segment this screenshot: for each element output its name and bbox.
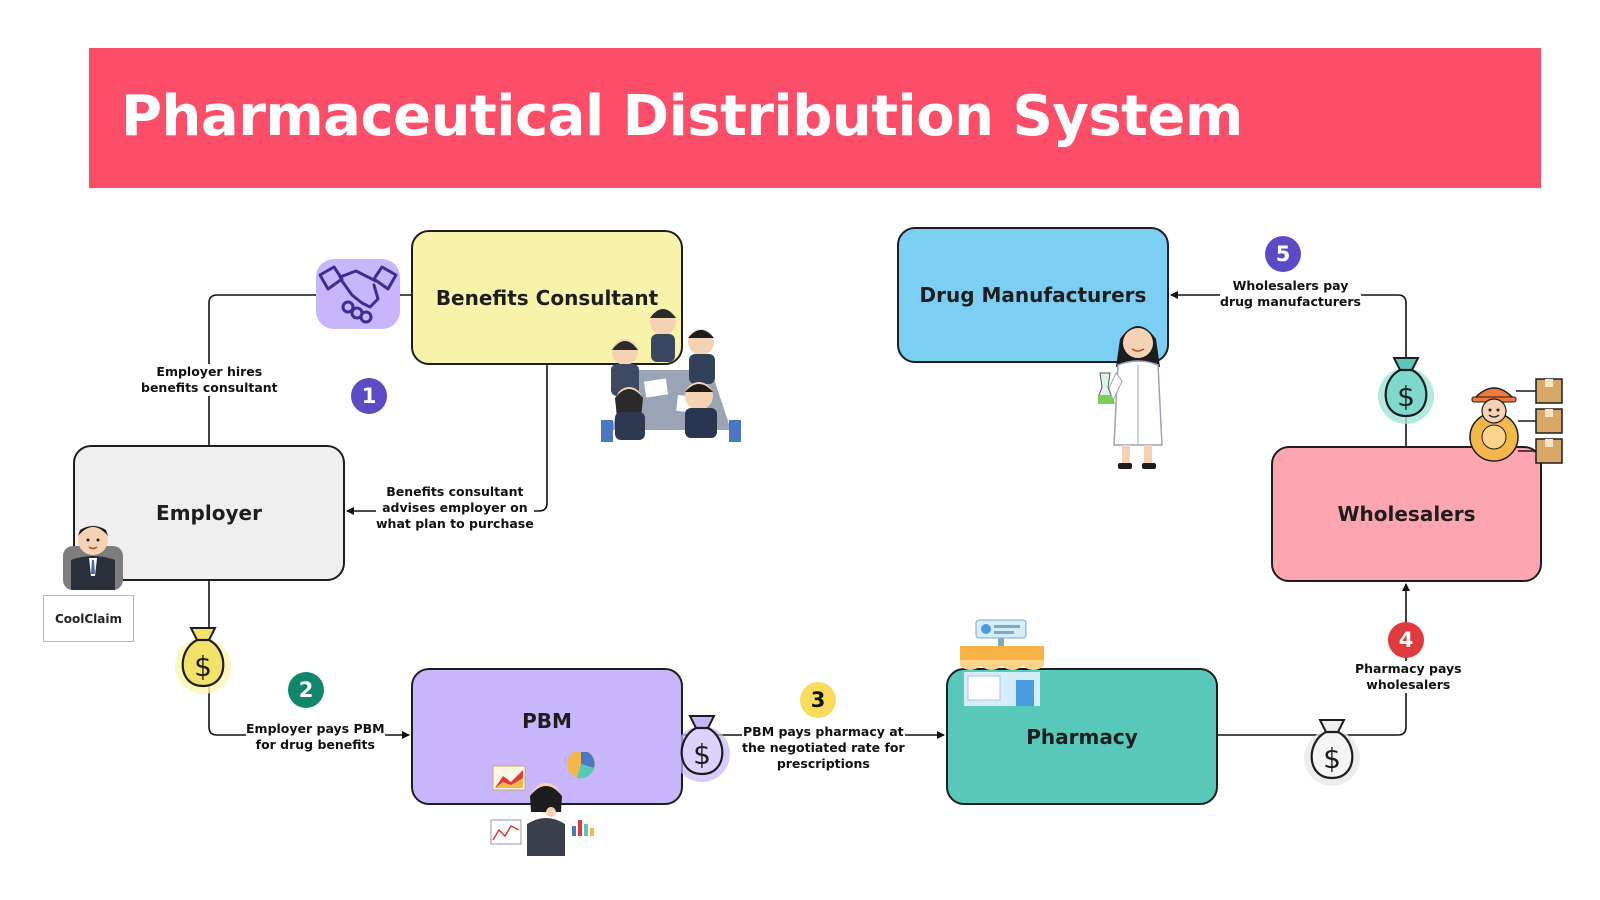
scientist-illustration: [1098, 326, 1163, 469]
svg-text:$: $: [194, 650, 212, 683]
employer-label: Employer: [156, 501, 262, 525]
connector-advise: [346, 365, 548, 515]
money-bag-icon: $: [1304, 719, 1360, 786]
step5-label: Wholesalers pay drug manufacturers: [1220, 278, 1361, 310]
meeting-illustration: [601, 309, 741, 442]
pharmacy-store-icon: [960, 619, 1044, 706]
step3-label: PBM pays pharmacy at the negotiated rate…: [742, 724, 905, 772]
svg-text:$: $: [693, 738, 711, 771]
svg-text:$: $: [1323, 742, 1341, 775]
pharmacy-label: Pharmacy: [1026, 724, 1138, 749]
benefits-consultant-label: Benefits Consultant: [435, 285, 659, 310]
step3-badge: 3: [800, 682, 836, 718]
advise-label: Benefits consultant advises employer on …: [376, 484, 534, 532]
drug-manufacturers-label: Drug Manufacturers: [919, 283, 1147, 307]
analyst-illustration: [490, 752, 595, 856]
page-title: Pharmaceutical Distribution System: [121, 84, 1243, 149]
step5-badge: 5: [1265, 236, 1301, 272]
svg-text:$: $: [1397, 380, 1415, 413]
step1-badge: 1: [351, 378, 387, 414]
money-bag-icon: $: [674, 715, 730, 782]
step2-badge: 2: [288, 672, 324, 708]
benefits-consultant-node: Benefits Consultant: [411, 230, 683, 365]
step4-badge: 4: [1388, 622, 1424, 658]
drug-manufacturers-node: Drug Manufacturers: [897, 227, 1169, 363]
connector-wholesalers-manufacturers: [1170, 291, 1407, 446]
step2-label: Employer pays PBM for drug benefits: [246, 721, 385, 753]
pbm-label: PBM: [522, 708, 572, 733]
money-bag-icon: $: [175, 627, 231, 694]
title-banner: Pharmaceutical Distribution System: [89, 48, 1541, 188]
hire-label: Employer hires benefits consultant: [141, 364, 278, 396]
connector-hire: [208, 294, 411, 445]
pharmacy-node: Pharmacy: [946, 668, 1218, 805]
worker-illustration: [1469, 378, 1563, 464]
money-bag-icon: $: [1378, 357, 1434, 424]
step4-label: Pharmacy pays wholesalers: [1355, 661, 1462, 693]
connector-pharmacy-wholesalers: [1218, 583, 1410, 736]
wholesalers-node: Wholesalers: [1271, 446, 1542, 582]
connector-employer-pbm: [208, 581, 410, 739]
businessman-illustration: [63, 525, 123, 590]
handshake-icon: [316, 259, 400, 329]
coolclaim-sign: CoolClaim: [43, 595, 134, 642]
wholesalers-label: Wholesalers: [1337, 502, 1476, 526]
